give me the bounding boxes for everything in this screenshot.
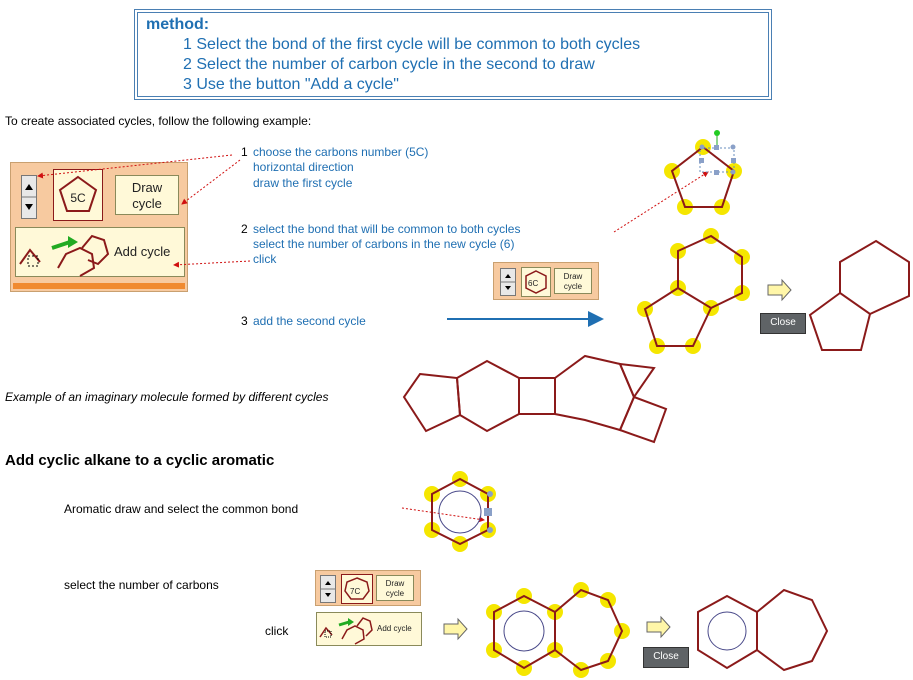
add-cycle-button[interactable]: Add cycle (15, 227, 185, 277)
draw-cycle-button-7c[interactable]: Draw cycle (376, 575, 414, 601)
aromatic-step-b: select the number of carbons (64, 578, 219, 592)
add-cycle-button-small[interactable]: Add cycle (316, 612, 422, 646)
pentagon-hexagon-highlighted (637, 228, 750, 354)
draw-cycle-button-6c[interactable]: Draw cycle (554, 268, 592, 294)
pentagon-hexagon-result (808, 239, 910, 351)
spinner-arrows-icon (22, 184, 36, 210)
intro-text: To create associated cycles, follow the … (5, 114, 312, 128)
carbons-selector-7c[interactable]: 7C (341, 574, 373, 604)
method-box: method: 1 Select the bond of the first c… (134, 9, 772, 100)
step1-number: 1 (241, 145, 248, 159)
carbons-selector-5c[interactable]: 5C (53, 169, 103, 221)
panel-bottom-bar (13, 283, 185, 289)
add-cycle-icon (19, 234, 110, 277)
carbons-spinner[interactable] (21, 175, 37, 219)
yellow-arrow-icons (443, 278, 792, 641)
toolbar-6c: 6C Draw cycle (493, 262, 599, 300)
imaginary-molecule (402, 354, 668, 444)
add-cycle-icon (319, 617, 373, 645)
pentagon-icon (58, 175, 98, 212)
method-step-2: 2 Select the number of carbon cycle in t… (183, 56, 595, 73)
add-cycle-label: Add cycle (114, 244, 171, 259)
spinner-arrows-icon (501, 274, 515, 290)
spinner-arrows-icon (321, 581, 335, 597)
cycle-toolbar-panel: 5C Draw cycle Add cycle (10, 162, 188, 292)
add-cycle-label-small: Add cycle (377, 624, 412, 633)
pointer-arrows (37, 154, 709, 523)
close-button-2[interactable]: Close (643, 647, 689, 668)
carbons-value-7c: 7C (350, 587, 361, 596)
pentagon-selected (664, 130, 742, 215)
step2-line-3: click (253, 252, 277, 266)
draw-cycle-button[interactable]: Draw cycle (115, 175, 179, 215)
method-step-3: 3 Use the button "Add a cycle" (183, 76, 399, 93)
step1-line-3: draw the first cycle (253, 176, 353, 190)
method-step-1: 1 Select the bond of the first cycle wil… (183, 36, 641, 53)
carbons-value-6c: 6C (528, 279, 539, 288)
aromatic-ring-selected (424, 471, 496, 552)
step3-text: add the second cycle (253, 314, 366, 328)
toolbar-7c: 7C Draw cycle (315, 570, 421, 606)
step2-line-2: select the number of carbons in the new … (253, 237, 515, 251)
hexagon-icon (525, 270, 547, 294)
method-title: method: (146, 16, 210, 33)
aromatic-heptagon-highlighted (486, 582, 630, 678)
aromatic-heading: Add cyclic alkane to a cyclic aromatic (5, 452, 275, 469)
example-text: Example of an imaginary molecule formed … (5, 390, 329, 404)
aromatic-step-a: Aromatic draw and select the common bond (64, 502, 299, 516)
carbons-selector-6c[interactable]: 6C (521, 267, 551, 297)
step1-line-1: choose the carbons number (5C) (253, 145, 429, 159)
close-button[interactable]: Close (760, 313, 806, 334)
step1-line-2: horizontal direction (253, 160, 354, 174)
carbons-value: 5C (70, 191, 86, 205)
carbons-spinner-7c[interactable] (320, 575, 336, 603)
step2-number: 2 (241, 222, 248, 236)
aromatic-heptagon-result (697, 588, 829, 672)
carbons-spinner-6c[interactable] (500, 268, 516, 296)
step3-number: 3 (241, 314, 248, 328)
aromatic-step-c: click (265, 624, 289, 638)
step2-line-1: select the bond that will be common to b… (253, 222, 521, 236)
heptagon-icon (344, 577, 370, 600)
